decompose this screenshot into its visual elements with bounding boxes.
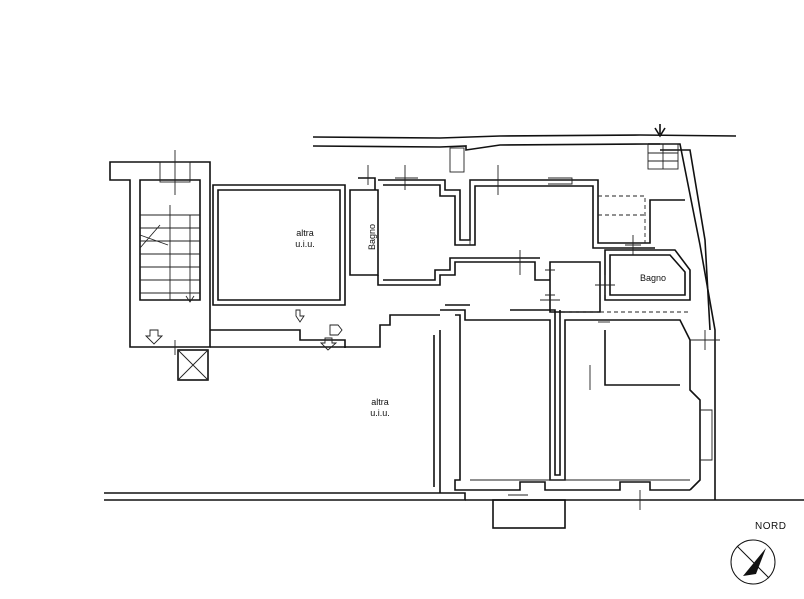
center-small-room [545,261,690,313]
other-unit-lower-line1: altra [371,397,389,407]
other-unit-upper-line1: altra [296,228,314,238]
other-unit-upper-room [212,184,346,323]
other-unit-lower-line2: u.i.u. [370,408,390,418]
south-boundary-line [104,492,804,501]
north-boundary-line [312,134,737,151]
bathroom-right-label: Bagno [639,273,667,283]
entry-corridor [210,314,440,351]
bathroom-left-label: Bagno [367,223,377,250]
other-unit-upper-label: altra u.i.u. [285,228,325,250]
stair-treads [139,205,200,303]
other-unit-lower-area [433,330,441,493]
lower-rooms [440,304,701,529]
right-wing-walls [647,124,716,500]
north-label: NORD [755,521,787,532]
apartment-outline [377,179,685,286]
stairwell [109,150,211,381]
other-unit-lower-label: altra u.i.u. [360,397,400,419]
other-unit-upper-line2: u.i.u. [295,239,315,249]
opening-marks [174,147,720,510]
north-compass-icon [730,539,776,585]
